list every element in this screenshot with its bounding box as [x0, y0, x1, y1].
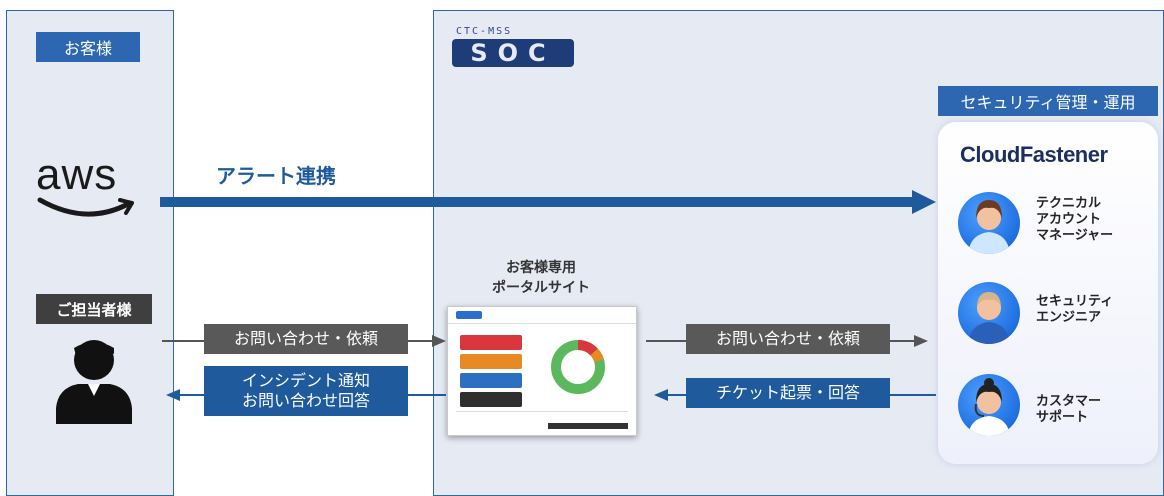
cloudfastener-logo: CloudFastener — [960, 142, 1108, 168]
role3-line1: カスタマー — [1036, 394, 1102, 409]
alert-label: アラート連携 — [216, 164, 336, 188]
aws-smile-icon — [37, 197, 134, 217]
aws-logo: aws — [36, 150, 156, 230]
role2-line1: セキュリティ — [1036, 294, 1114, 309]
avatar-security-engineer — [958, 282, 1020, 344]
portal-caption-line1: お客様専用 — [506, 260, 576, 276]
person-icon — [56, 340, 132, 424]
portal-caption-line2: ポータルサイト — [492, 280, 590, 296]
role-customer-support: カスタマー サポート — [1036, 394, 1101, 426]
customer-title: お客様 — [36, 32, 140, 62]
role-technical-account-manager: テクニカル アカウント マネージャー — [1036, 196, 1113, 244]
incident-label: インシデント通知 お問い合わせ回答 — [204, 366, 408, 416]
role2-line2: エンジニア — [1036, 310, 1102, 325]
role3-line2: サポート — [1036, 410, 1089, 425]
incident-label-line1: インシデント通知 — [241, 371, 370, 390]
contact-label: ご担当者様 — [36, 294, 152, 324]
brand-cloud: Cloud — [960, 142, 1020, 167]
inquiry-label-right: お問い合わせ・依頼 — [686, 324, 890, 354]
inquiry-label-left: お問い合わせ・依頼 — [204, 324, 408, 354]
avatar-customer-support — [958, 374, 1020, 436]
portal-caption: お客様専用 ポータルサイト — [480, 258, 602, 298]
soc-logo-top: CTC-MSS — [456, 26, 513, 37]
ticket-label: チケット起票・回答 — [686, 378, 890, 408]
incident-label-line2: お問い合わせ回答 — [241, 391, 370, 410]
role1-line3: マネージャー — [1036, 228, 1114, 243]
brand-fastener: Fastener — [1019, 142, 1108, 167]
soc-logo-main: SOC — [452, 39, 574, 67]
role-security-engineer: セキュリティ エンジニア — [1036, 294, 1113, 326]
alert-arrow — [160, 190, 936, 214]
role1-line1: テクニカル — [1036, 196, 1102, 211]
soc-logo-main-text: SOC — [470, 39, 556, 67]
security-ops-title: セキュリティ管理・運用 — [938, 86, 1158, 116]
avatar-technical-account-manager — [958, 192, 1020, 254]
aws-logo-text: aws — [36, 150, 118, 199]
role1-line2: アカウント — [1036, 212, 1102, 227]
soc-logo: CTC-MSS SOC — [452, 26, 582, 72]
portal-screenshot — [447, 306, 637, 436]
